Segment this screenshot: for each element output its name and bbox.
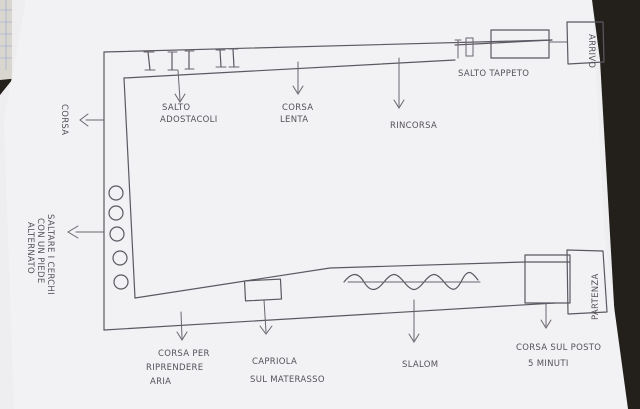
label-slalom: SLALOM bbox=[402, 360, 438, 370]
label-partenza: PARTENZA bbox=[591, 273, 601, 320]
label-corsa-per-aria-1: CORSA PER bbox=[158, 349, 210, 359]
pointer-arrows bbox=[67, 57, 552, 343]
arrivo-lane bbox=[490, 29, 550, 59]
label-corsa-lenta-2: LENTA bbox=[280, 115, 308, 125]
label-corsa-per-aria-3: ARIA bbox=[150, 377, 171, 387]
label-salto-tappeto: SALTO TAPPETO bbox=[458, 69, 529, 79]
label-corsa-per-aria-2: RIPRENDERE bbox=[146, 363, 203, 373]
hoop-marks bbox=[108, 185, 129, 290]
label-saltare-cerchi-1: SALTARE I CERCHI bbox=[45, 214, 55, 295]
label-salto-ostacoli-2: ADOSTACOLI bbox=[160, 115, 218, 125]
slalom-wave bbox=[343, 271, 479, 291]
label-corsa-sul-posto-1: CORSA SUL POSTO bbox=[516, 343, 601, 353]
partenza-box bbox=[566, 249, 608, 315]
arrivo-box bbox=[566, 21, 605, 65]
label-saltare-cerchi-2: CON UN PIEDE bbox=[35, 218, 45, 284]
label-saltare-cerchi-3: ALTERNATO bbox=[25, 222, 35, 274]
label-capriola-2: SUL MATERASSO bbox=[250, 375, 325, 385]
label-salto-ostacoli-1: SALTO bbox=[162, 103, 190, 113]
label-corsa: CORSA bbox=[59, 104, 69, 135]
carpet-jump-marks bbox=[454, 37, 474, 59]
label-rincorsa: RINCORSA bbox=[390, 121, 437, 131]
label-corsa-sul-posto-2: 5 MINUTI bbox=[528, 359, 569, 369]
course-outline bbox=[103, 21, 608, 331]
course-labels: SALTO TAPPETO ARRIVO SALTO ADOSTACOLI CO… bbox=[25, 34, 601, 387]
partenza-zone bbox=[524, 254, 571, 304]
label-corsa-lenta-1: CORSA bbox=[282, 103, 313, 113]
label-arrivo: ARRIVO bbox=[586, 34, 596, 68]
hurdle-marks bbox=[143, 48, 240, 71]
label-capriola-1: CAPRIOLA bbox=[252, 357, 297, 367]
paper-sheet-highlight bbox=[4, 0, 628, 409]
